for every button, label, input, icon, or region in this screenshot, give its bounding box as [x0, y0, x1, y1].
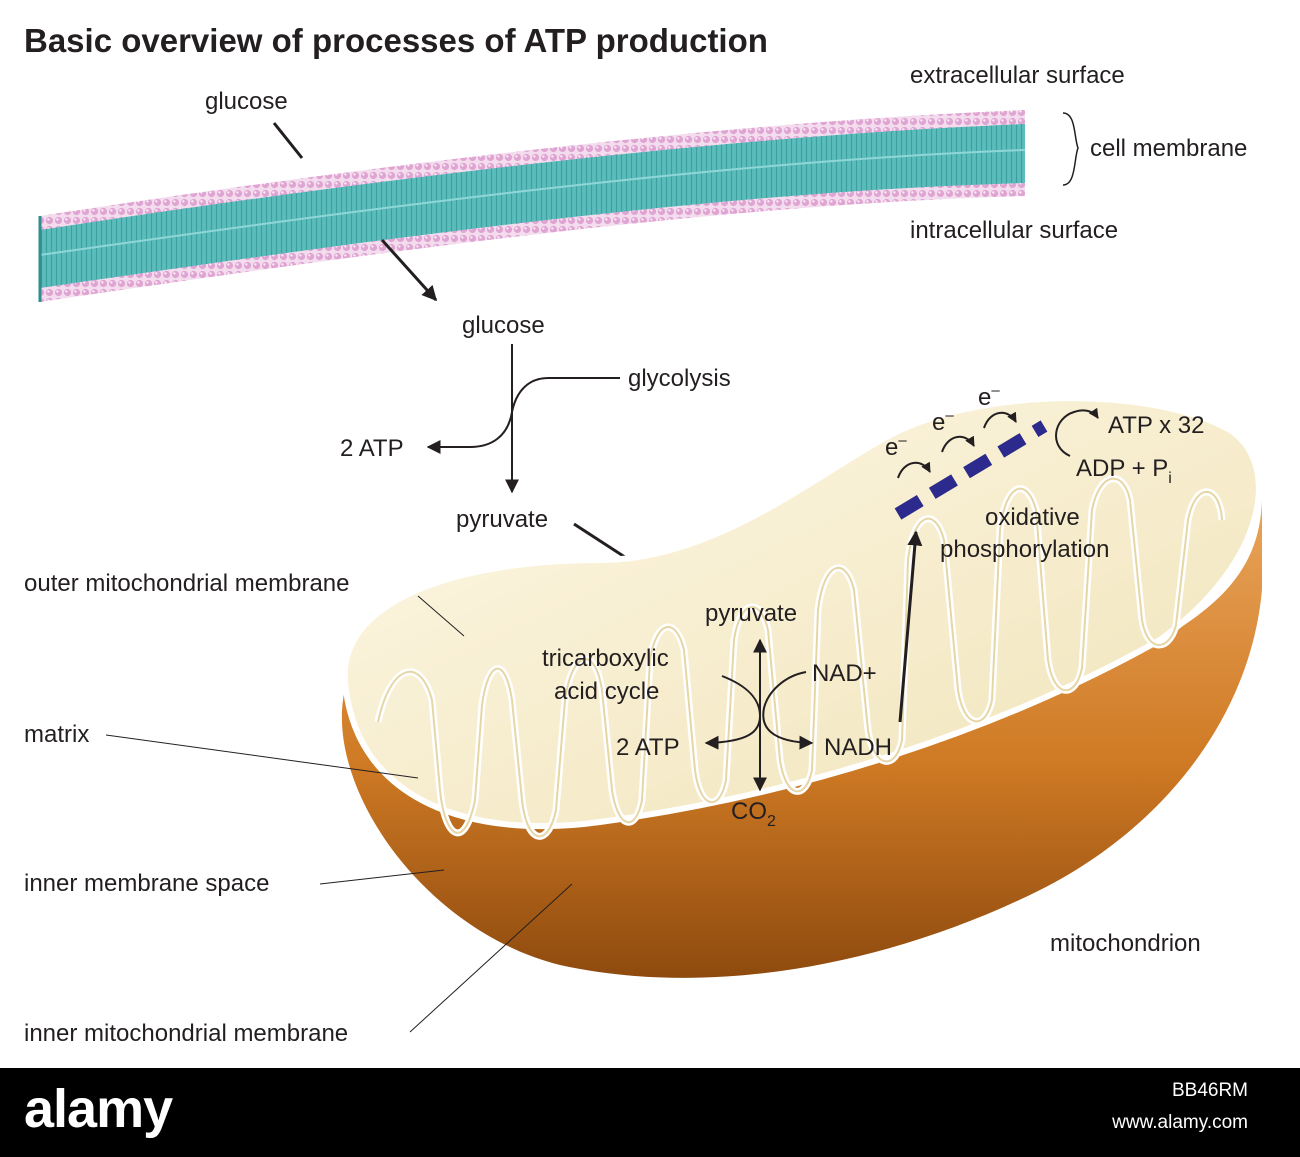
membrane-brace — [1062, 112, 1079, 186]
nadh-to-chain-arrow — [898, 530, 923, 723]
stock-footer-bar: alamy BB46RM www.alamy.com — [0, 1068, 1300, 1157]
nad-plus-label: NAD+ — [812, 660, 877, 687]
cell-membrane-illustration — [38, 110, 1026, 302]
atp-production-diagram: Basic overview of processes of ATP produ… — [24, 22, 1263, 1047]
glucose-entry-arrow — [380, 238, 438, 302]
pyruvate-label: pyruvate — [456, 506, 548, 533]
atp-synthase-arrow — [1055, 407, 1099, 457]
tca-name-line2: acid cycle — [554, 678, 659, 705]
outer-membrane-pointer — [417, 595, 465, 637]
mitochondrion-label: mitochondrion — [1050, 930, 1201, 957]
electron-label-3: e– — [978, 382, 1000, 411]
adp-pi-label: ADP + Pi — [1076, 455, 1172, 487]
stock-url-text: www.alamy.com — [1112, 1112, 1248, 1133]
inner-space-label: inner membrane space — [24, 870, 269, 897]
tca-atp-label: 2 ATP — [616, 734, 680, 761]
tca-nadh-arrow — [762, 671, 814, 750]
inner-membrane-label: inner mitochondrial membrane — [24, 1020, 348, 1047]
glycolysis-label: glycolysis — [628, 365, 731, 392]
inner-membrane-pointer — [409, 883, 573, 1033]
electron-hop-arrow-3 — [983, 411, 1017, 429]
electron-label-1: e– — [885, 432, 907, 461]
tca-name-line1: tricarboxylic — [542, 645, 669, 672]
matrix-label: matrix — [24, 721, 89, 748]
outer-membrane-label: outer mitochondrial membrane — [24, 570, 350, 597]
co2-label: CO2 — [731, 798, 776, 830]
cell-membrane-label: cell membrane — [1090, 135, 1247, 162]
alamy-logo: alamy — [24, 1079, 173, 1139]
glycolysis-atp-label: 2 ATP — [340, 435, 404, 462]
tca-pyruvate-label: pyruvate — [705, 600, 797, 627]
glucose-outside-label: glucose — [205, 88, 288, 115]
glucose-pointer — [272, 122, 304, 159]
intracellular-surface-label: intracellular surface — [910, 217, 1118, 244]
electron-transport-chain — [894, 420, 1048, 520]
image-id-text: BB46RM — [1171, 1080, 1248, 1101]
atp-x32-label: ATP x 32 — [1108, 412, 1205, 439]
electron-hop-arrow-2 — [941, 435, 975, 453]
glycolysis-atp-arrow — [426, 377, 620, 454]
mitochondrion-illustration — [341, 395, 1263, 978]
extracellular-surface-label: extracellular surface — [910, 62, 1125, 89]
diagram-title: Basic overview of processes of ATP produ… — [24, 22, 768, 59]
oxidative-label: oxidative — [985, 504, 1080, 531]
phosphorylation-label: phosphorylation — [940, 536, 1109, 563]
tca-atp-arrow — [704, 675, 762, 750]
electron-hop-arrow-1 — [897, 461, 931, 479]
nadh-label: NADH — [824, 734, 892, 761]
matrix-pointer — [105, 734, 419, 779]
inner-space-pointer — [319, 869, 445, 885]
glucose-inside-label: glucose — [462, 312, 545, 339]
electron-label-2: e– — [932, 407, 954, 436]
